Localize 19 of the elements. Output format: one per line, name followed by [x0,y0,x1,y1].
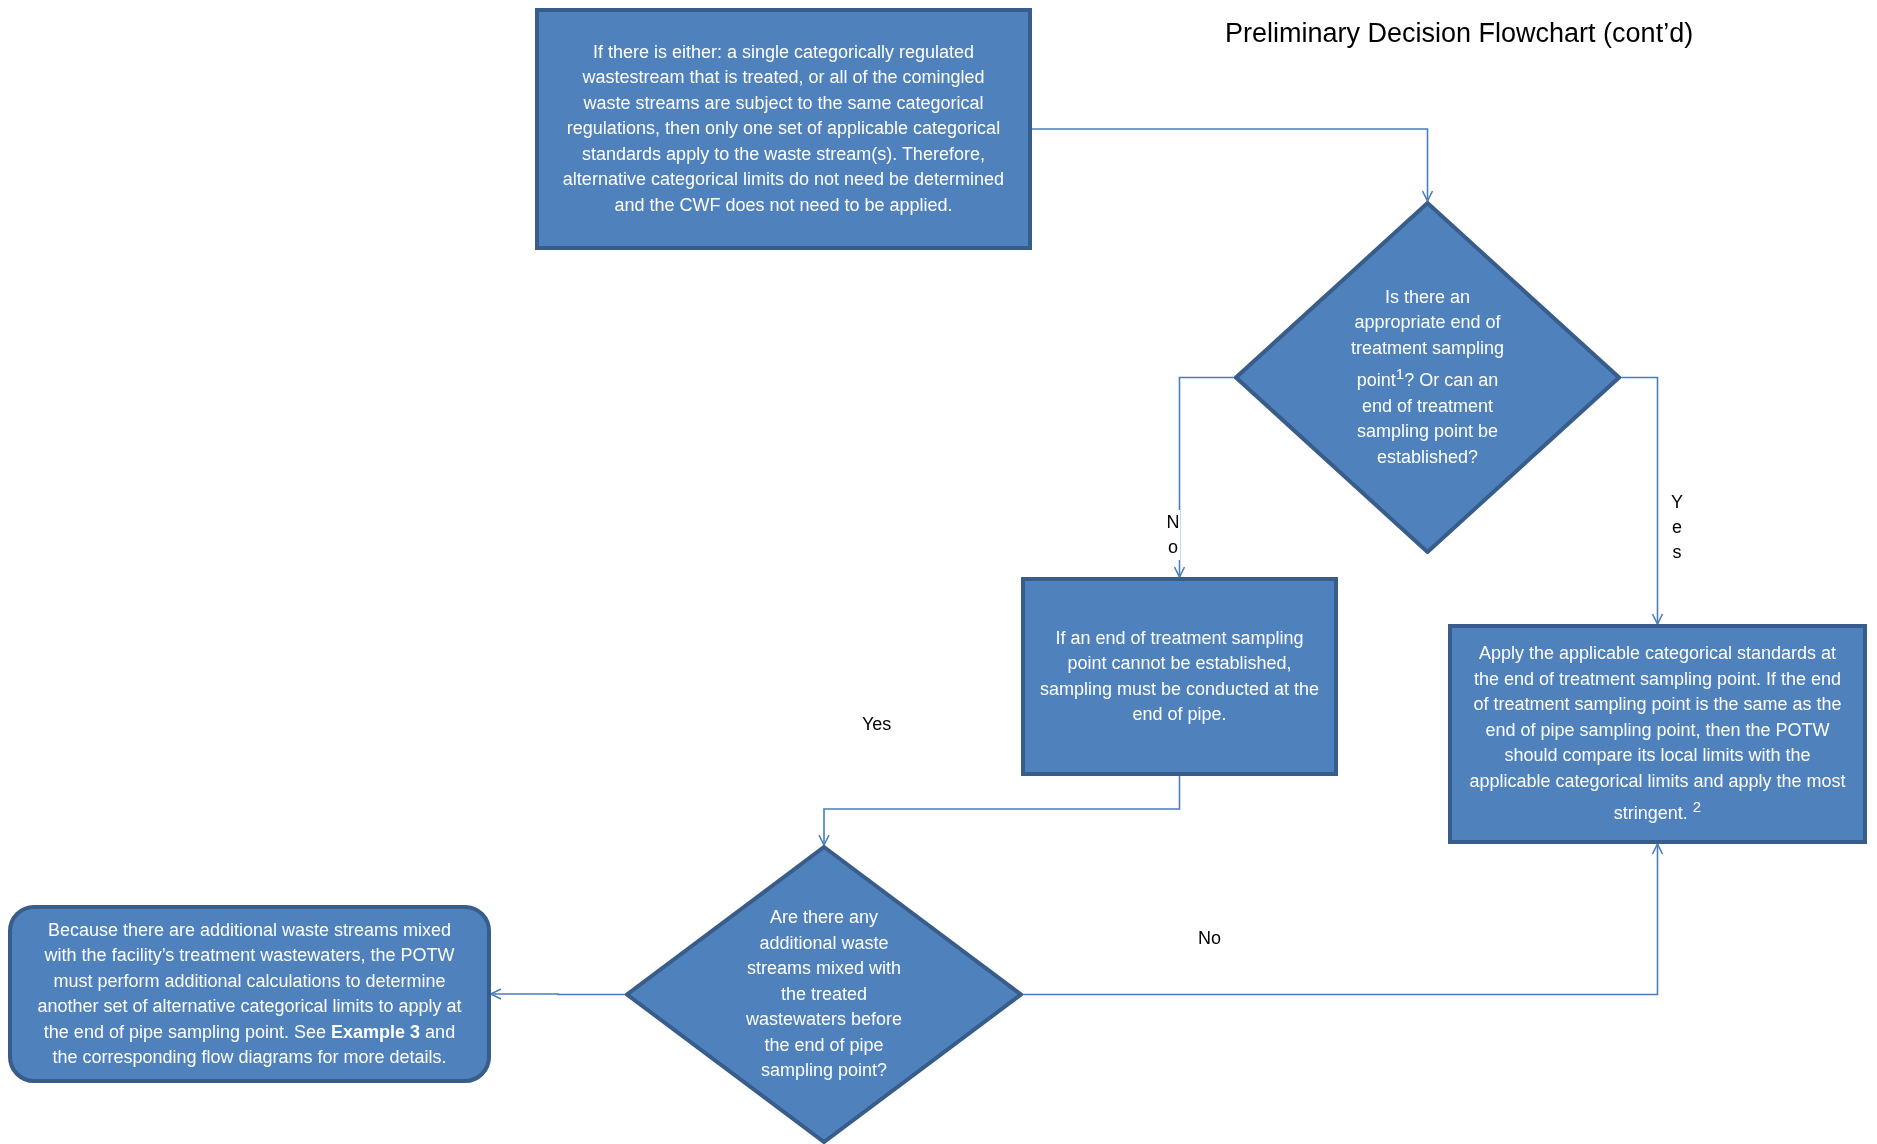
process-box [1448,624,1867,844]
chart-title: Preliminary Decision Flowchart (cont’d) [1225,18,1694,49]
node-text: Because there are additional waste streams mixed with the facility’s treatment wastewaters, the POTW must perform additional calculations to determine another set of alternative categorical limits to apply at the end of pipe sampling point. See Example 3 and the corresponding flow diagrams for more details. [36,918,463,1069]
node-text: If an end of treatment sampling point cannot be established, sampling must be conducted at the end of pipe. [1039,626,1320,726]
decision-diamond [625,845,1023,1144]
arrow [1031,128,1434,202]
node-text: If there is either: a single categorically regulated wastestream that is treated, or all of the comingled waste streams are subject to the same categorical regulations, then only one set of applicable categorical standards apply to the waste stream(s). Therefore, alternative categorical limits do not need be determined and the CWF does not need to be applied. [561,40,1006,217]
node-text: Are there any additional waste streams mixed with the treated wastewaters before the end of pipe sampling point? [744,906,904,1083]
node-text: Is there an appropriate end of treatment sampling point$^{1}$? Or can an end of treatment sampling point be established? [1349,285,1506,469]
process-box [535,8,1032,250]
arrow [818,775,1181,846]
decision-diamond [1234,201,1621,554]
process-box [1021,577,1338,776]
arrow [1022,843,1664,996]
terminal-box [8,905,491,1083]
node-text: Apply the applicable categorical standards at the end of treatment sampling point. If the end of treatment sampling point is the same as the end of pipe sampling point, then the POTW should compare its local limits with the applicable categorical limits and apply the most stringent. $^{2}$ [1468,642,1847,826]
arrow [490,988,626,1000]
edge-label: No [1166,510,1180,560]
arrow [1620,376,1664,625]
